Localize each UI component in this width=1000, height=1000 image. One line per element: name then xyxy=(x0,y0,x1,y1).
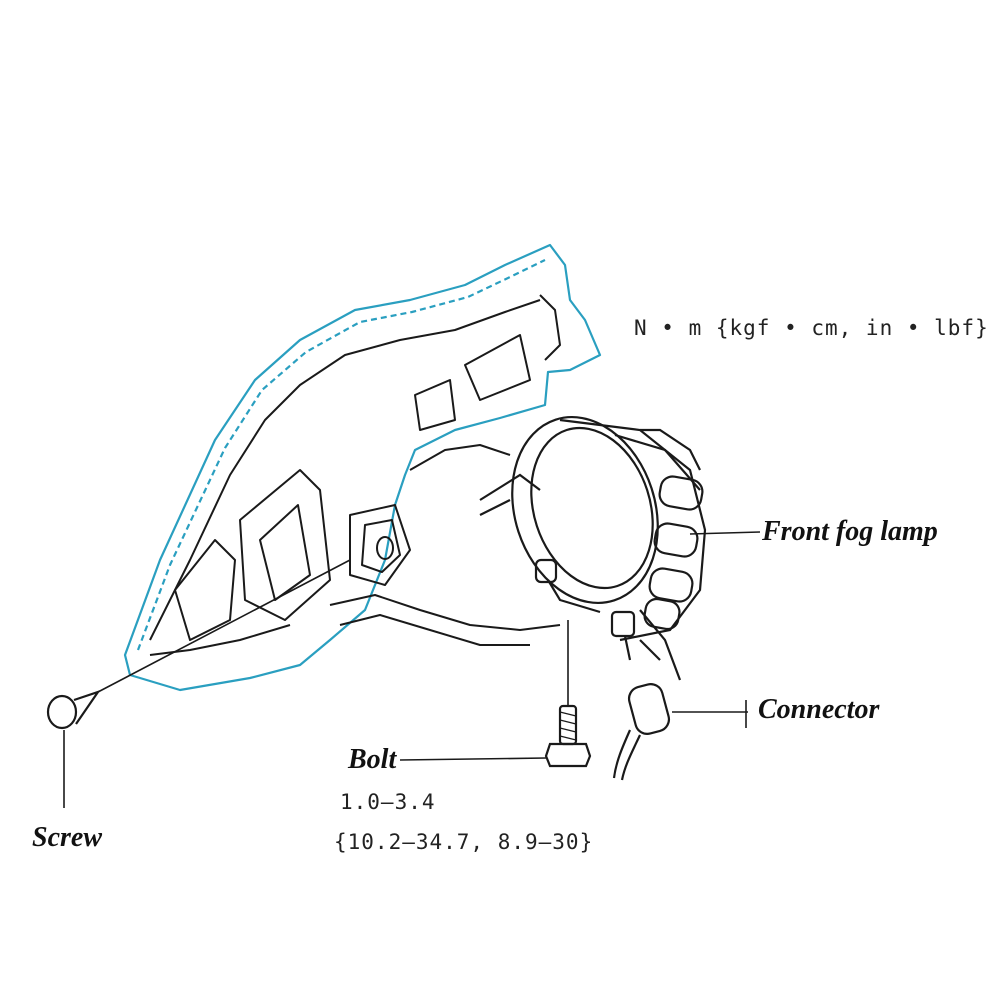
front-fog-lamp-label: Front fog lamp xyxy=(762,516,938,547)
screw-part xyxy=(46,689,101,730)
bolt-torque-nm: 1.0—3.4 xyxy=(340,790,436,814)
bolt-torque-kgf-in: {10.2—34.7, 8.9—30} xyxy=(334,830,594,854)
housing-details xyxy=(149,294,561,656)
torque-units-note: N • m {kgf • cm, in • lbf} xyxy=(634,316,989,340)
bolt-part xyxy=(544,704,592,768)
leader-lines xyxy=(63,531,761,808)
screw-label: Screw xyxy=(32,822,102,853)
connector-part xyxy=(612,683,671,781)
bolt-label: Bolt xyxy=(348,744,397,775)
housing-outline xyxy=(123,243,602,692)
fog-lamp-body xyxy=(479,415,707,681)
connector-label: Connector xyxy=(758,694,880,725)
